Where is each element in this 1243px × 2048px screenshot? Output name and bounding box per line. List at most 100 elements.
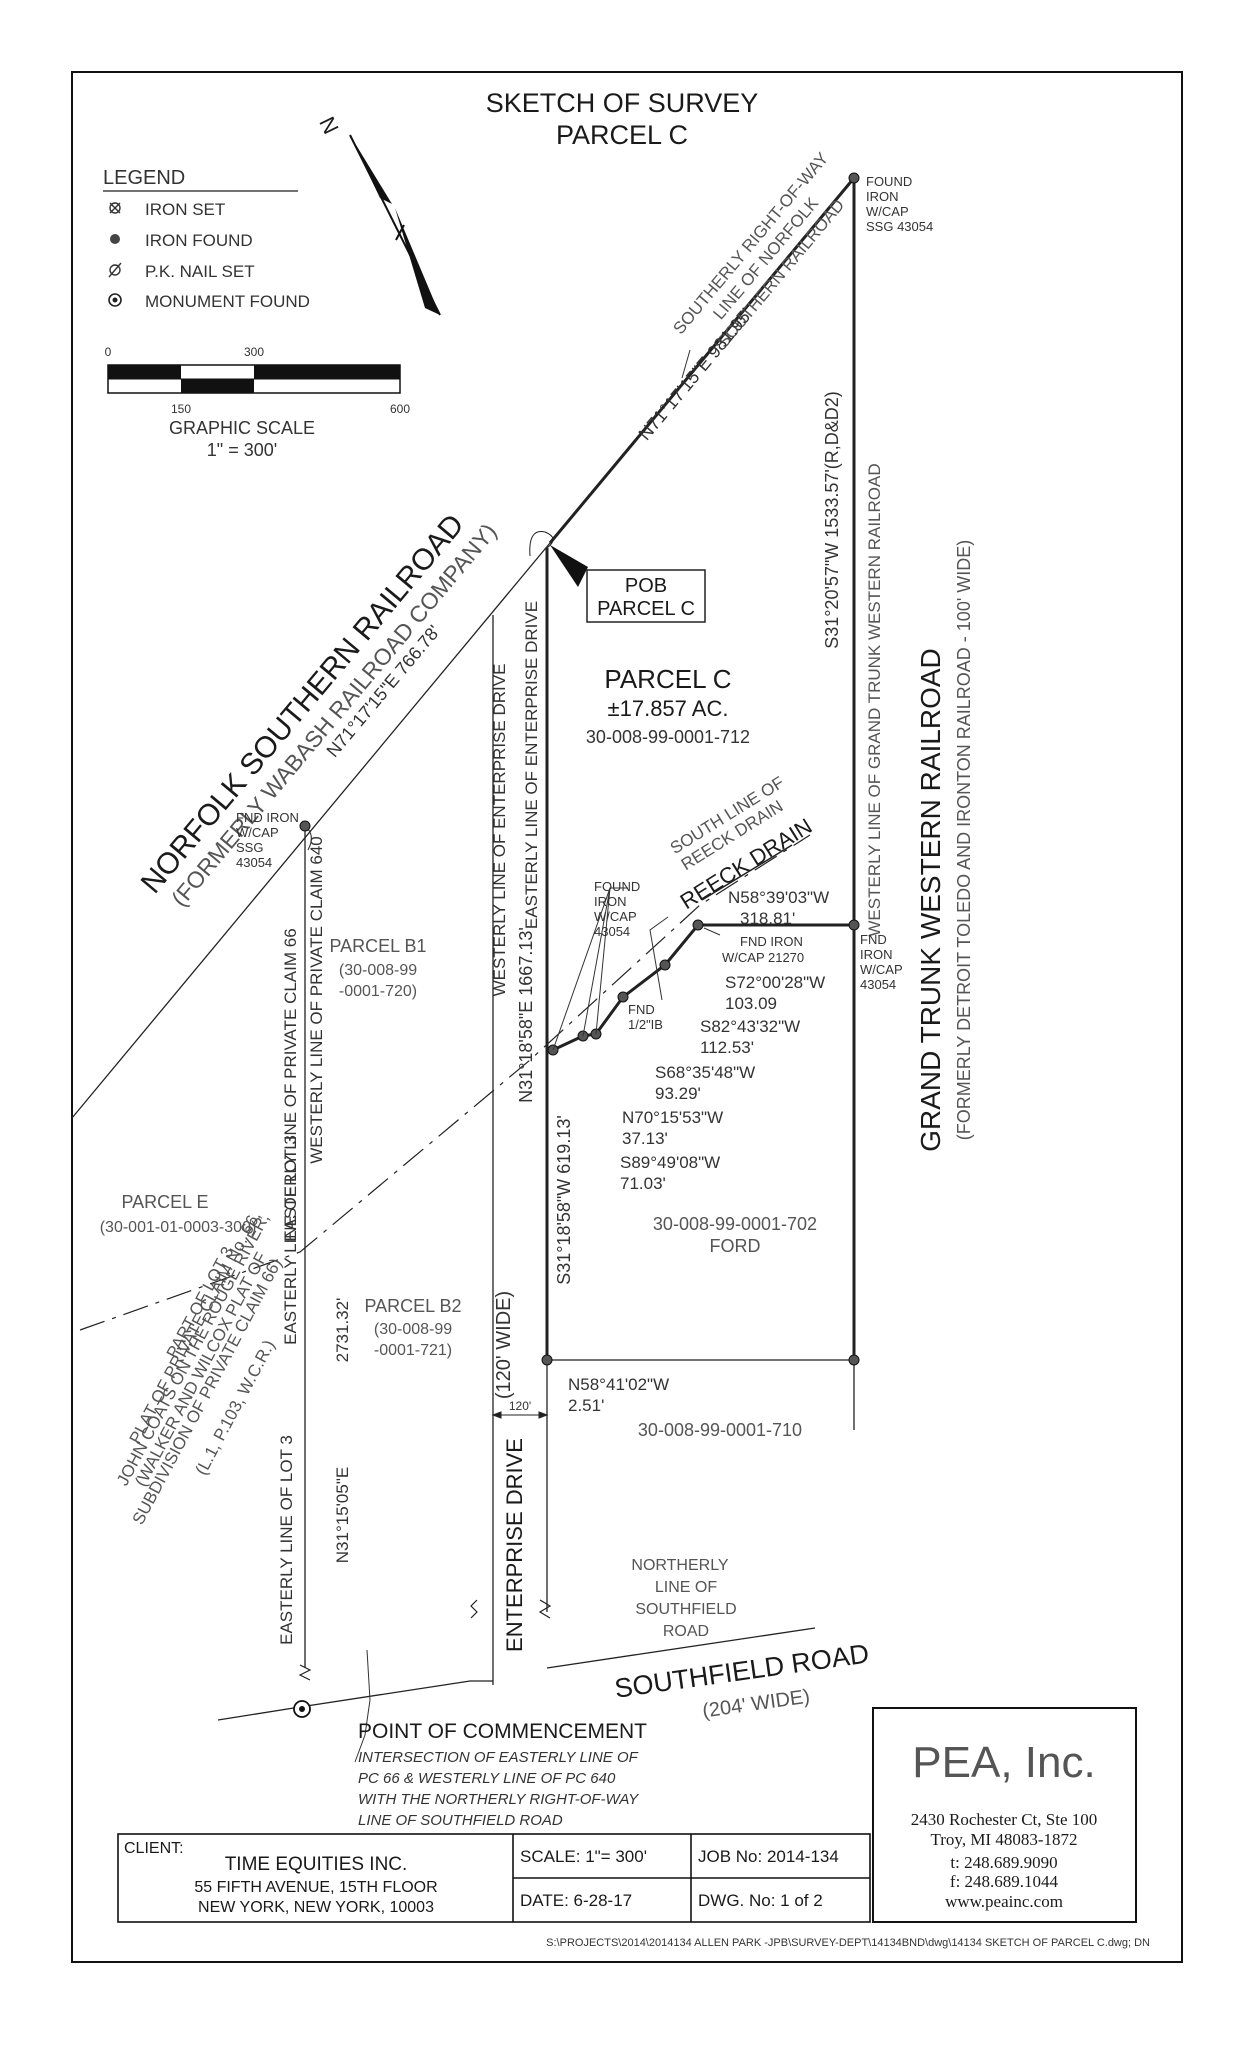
bearing-s82: S82°43'32"W [700,1017,800,1036]
callout-found-iron-drain: FOUND IRON W/CAP 43054 [594,879,640,939]
scale-tick-300: 300 [244,345,264,359]
callout-found-iron-ne: FOUND IRON W/CAP SSG 43054 [866,174,933,234]
job-field: JOB No: 2014-134 [698,1847,839,1866]
svg-text:43054: 43054 [236,855,272,870]
scale-label-2: 1" = 300' [207,440,277,460]
svg-text:SSG 43054: SSG 43054 [866,219,933,234]
reeck-drain-underline [701,844,793,901]
leader-lines [354,349,721,1763]
bearing-s31-619: S31°18'58"W 619.13' [554,1115,574,1285]
callout-fnd-ib-1: FND [628,1002,655,1017]
ent-dim-label: 120' [509,1399,531,1413]
company-phone: t: 248.689.9090 [950,1853,1057,1872]
ns-railroad-former: (FORMERLY WABASH RAILROAD COMPANY) [166,518,502,911]
svg-text:SOUTHFIELD: SOUTHFIELD [635,1601,736,1618]
ent-westerly-label: WESTERLY LINE OF ENTERPRISE DRIVE [490,664,509,997]
client-label: CLIENT: [124,1840,184,1857]
pob-line-1: POB [625,575,667,597]
svg-text:WITH THE NORTHERLY RIGHT-OF-WA: WITH THE NORTHERLY RIGHT-OF-WAY [358,1791,639,1808]
pc640-westerly-label: WESTERLY LINE OF PRIVATE CLAIM 640 [307,836,326,1164]
svg-text:W/CAP: W/CAP [860,962,903,977]
date-field: DATE: 6-28-17 [520,1891,632,1910]
bearing-n31-15: N31°15'05"E [333,1467,352,1563]
gtw-railroad-name: GRAND TRUNK WESTERN RAILROAD [915,648,946,1152]
svg-text:IRON: IRON [860,947,893,962]
bearing-s68: S68°35'48"W [655,1063,755,1082]
pc66-easterly-label: EASTERLY LINE OF PRIVATE CLAIM 66 [281,928,300,1241]
company-web: www.peainc.com [945,1892,1063,1911]
bearing-s89: S89°49'08"W [620,1153,720,1172]
legend-label-iron-set: IRON SET [145,200,225,219]
bearing-n58-39: N58°39'03"W [728,888,829,907]
svg-text:FOUND: FOUND [866,174,912,189]
parcel-ford-name: FORD [710,1236,761,1256]
company-address-2: Troy, MI 48083-1872 [930,1830,1077,1849]
svg-text:JOHN COATS ON THE ROUGE RIVER,: JOHN COATS ON THE ROUGE RIVER, [113,1210,273,1489]
callout-fnd-iron-21270: FND IRON [740,934,803,949]
client-address-2: NEW YORK, NEW YORK, 10003 [198,1899,434,1916]
distance-s82: 112.53' [700,1038,754,1057]
parcel-e-id: (30-001-01-0003-300) [100,1219,257,1236]
svg-text:SSG: SSG [236,840,263,855]
company-block [872,1707,1137,1923]
north-arrow-icon [349,134,441,316]
distance-n58-39: 318.81' [740,909,795,928]
svg-text:43054: 43054 [594,924,630,939]
svg-text:W/CAP: W/CAP [236,825,279,840]
north-label: N [314,113,343,138]
title-block-grid [117,1833,871,1923]
parcel-c-area: ±17.857 AC. [608,696,729,721]
bearing-s72: S72°00'28"W [725,973,825,992]
ent-drive-label: ENTERPRISE DRIVE [502,1438,527,1652]
svg-text:IRON: IRON [866,189,899,204]
svg-text:W/CAP: W/CAP [866,204,909,219]
southfield-northerly-note: NORTHERLY LINE OF SOUTHFIELD ROAD [631,1557,736,1640]
iron-found-points [299,172,860,1366]
southfield-road-name: SOUTHFIELD ROAD [613,1638,871,1703]
parcel-e-name: PARCEL E [121,1192,208,1212]
svg-text:FND IRON: FND IRON [236,810,299,825]
distance-s68: 93.29' [655,1084,701,1103]
company-name: PEA, Inc. [912,1738,1095,1787]
parcel-b1-id-1: (30-008-99 [339,962,417,979]
gtw-railroad-former: (FORMERLY DETROIT TOLEDO AND IRONTON RAI… [954,540,974,1141]
bearing-n58-41: N58°41'02"W [568,1375,669,1394]
lot3-easterly-label-2: EASTERLY LINE OF LOT 3 [277,1435,296,1645]
bearing-n70: N70°15'53"W [622,1108,723,1127]
scale-label-1: GRAPHIC SCALE [169,418,315,438]
svg-text:IRON: IRON [594,894,627,909]
pk-nail-set-icon [108,262,122,278]
svg-text:FND: FND [860,932,887,947]
company-fax: f: 248.689.1044 [950,1872,1059,1891]
parcel-b2-name: PARCEL B2 [364,1296,461,1316]
svg-text:NORTHERLY: NORTHERLY [631,1557,729,1574]
distance-2731: 2731.32' [333,1298,352,1363]
parcel-b1-name: PARCEL B1 [329,936,426,956]
poc-monument-icon [293,1700,311,1718]
client-name: TIME EQUITIES INC. [225,1854,408,1875]
parcel-b1-id-2: -0001-720) [339,983,417,1000]
client-address-1: 55 FIFTH AVENUE, 15TH FLOOR [194,1879,437,1896]
poc-title: POINT OF COMMENCEMENT [358,1720,647,1743]
parcel-ford-id: 30-008-99-0001-702 [653,1214,817,1234]
legend-label-monument: MONUMENT FOUND [145,292,310,311]
pob-arrow-icon [550,545,588,587]
southfield-road-width: (204' WIDE) [701,1686,811,1723]
svg-text:43054: 43054 [860,977,896,992]
pob-line-2: PARCEL C [597,598,695,620]
svg-text:W/CAP: W/CAP [594,909,637,924]
svg-text:ROAD: ROAD [663,1623,709,1640]
callout-fnd-iron-nw: FND IRON W/CAP SSG 43054 [236,810,299,870]
bearing-s31-east: S31°20'57"W 1533.57'(R,D&D2) [822,391,842,649]
monument-found-icon [108,293,122,307]
callout-fnd-iron-e: FND IRON W/CAP 43054 [860,932,903,992]
file-path: S:\PROJECTS\2014\2014134 ALLEN PARK -JPB… [546,1937,1150,1949]
bearing-n71-main: N71°17'15"E 981.95' [635,304,757,444]
ent-width-label: (120' WIDE) [493,1291,515,1399]
distance-n58-41: 2.51' [568,1396,604,1415]
svg-text:FOUND: FOUND [594,879,640,894]
parcel-c-name: PARCEL C [604,664,731,694]
scale-tick-0: 0 [105,345,112,359]
legend-label-iron-found: IRON FOUND [145,231,253,250]
scale-field: SCALE: 1"= 300' [520,1847,647,1866]
